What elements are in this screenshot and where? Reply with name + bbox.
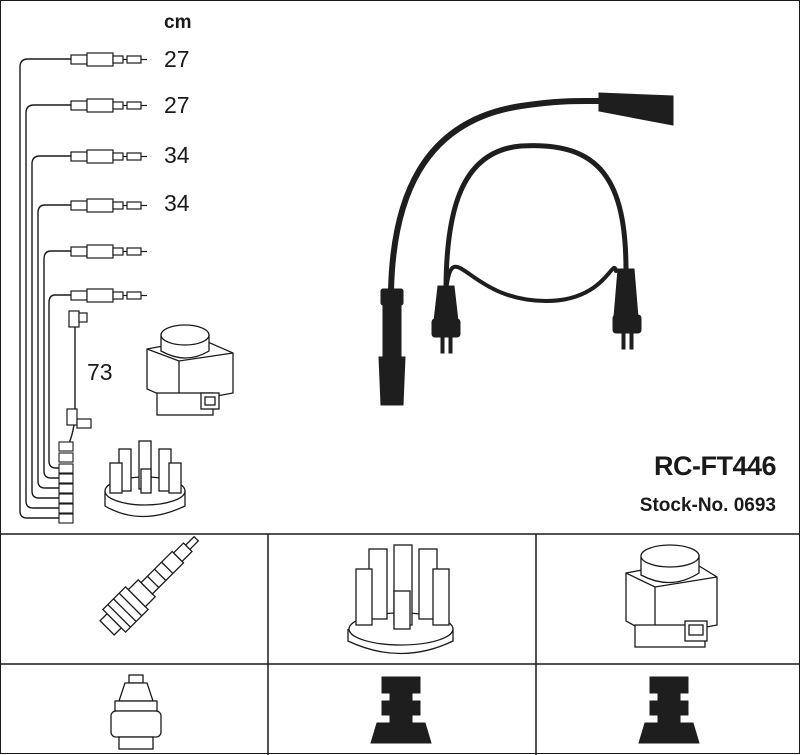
length-label-1: 27 xyxy=(164,46,190,72)
coil-terminal-illustration xyxy=(638,676,700,744)
distributor-terminal-illustration xyxy=(370,676,432,744)
distributor-cap-illustration xyxy=(347,544,454,655)
ignition-cable-drawing xyxy=(388,97,629,304)
cable-boots xyxy=(378,92,674,406)
distributor-cap-small xyxy=(104,440,186,518)
stock-number: Stock-No. 0693 xyxy=(639,495,776,516)
length-label-4: 34 xyxy=(164,190,190,216)
length-label-3: 34 xyxy=(164,142,190,168)
length-label-2: 27 xyxy=(164,92,190,118)
unit-label: cm xyxy=(164,12,192,33)
spark-plug-connectors xyxy=(66,52,147,429)
coil-lead-length: 73 xyxy=(87,359,113,385)
panel-dividers xyxy=(1,533,800,755)
spark-plug-illustration xyxy=(99,535,200,636)
model-number: RC-FT446 xyxy=(653,451,777,481)
distributor-end-connectors xyxy=(58,441,74,524)
ignition-coil-small xyxy=(146,324,234,416)
ignition-coil-illustration xyxy=(625,544,718,648)
plug-terminal-illustration xyxy=(110,674,162,750)
